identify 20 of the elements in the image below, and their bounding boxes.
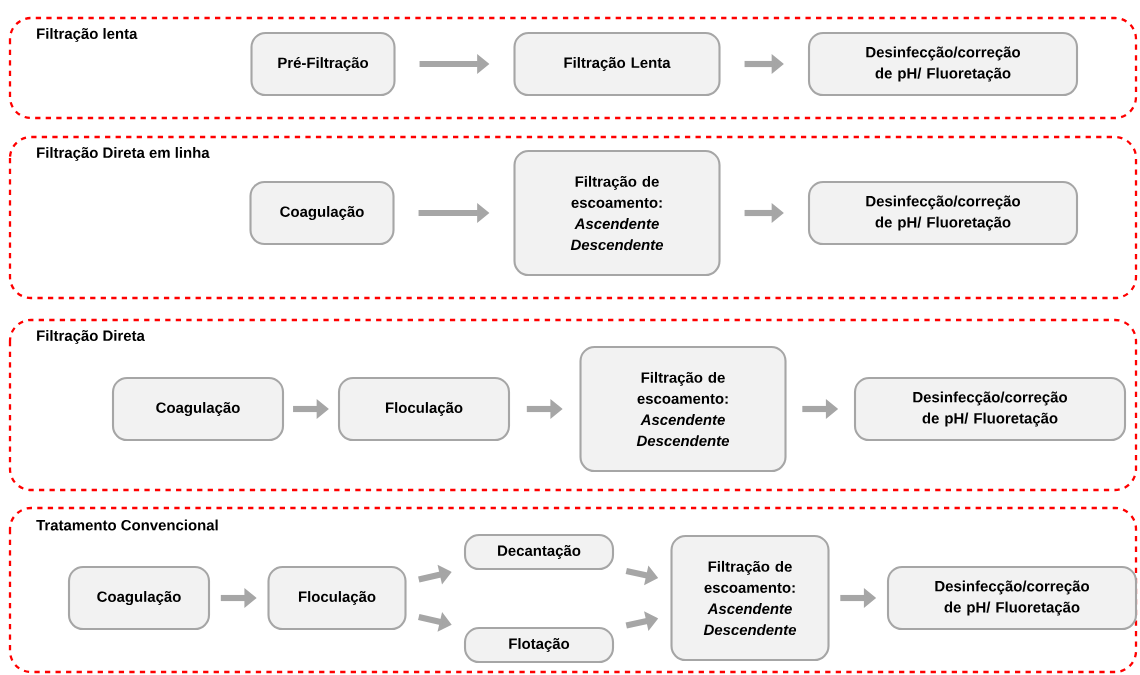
group-heading: Tratamento Convencional <box>36 519 218 531</box>
process-box: Coagulação <box>67 565 211 631</box>
process-box: Desinfecção/correção de pH/ Fluoretação <box>886 565 1138 631</box>
process-box: Decantação <box>463 533 615 571</box>
process-box: Flotação <box>463 626 615 664</box>
process-box: Filtração Lenta <box>513 31 721 97</box>
process-box: Coagulação <box>111 376 285 442</box>
process-box: Coagulação <box>249 180 395 246</box>
group-heading: Filtração Direta <box>37 330 145 344</box>
process-box: Filtração de escoamento: Ascendente Descendente <box>670 534 830 662</box>
process-box: Filtração de escoamento: Ascendente Descendente <box>513 149 721 277</box>
process-box: Floculação <box>267 565 407 631</box>
process-box: Pré-Filtração <box>250 31 396 97</box>
group-heading: Filtração lenta <box>37 28 138 42</box>
process-box: Desinfecção/correção de pH/ Fluoretação <box>853 376 1127 442</box>
process-box: Desinfecção/correção de pH/ Fluoretação <box>807 31 1079 97</box>
group-heading: Filtração Direta em linha <box>37 147 210 161</box>
process-box: Filtração de escoamento: Ascendente Descendente <box>579 345 787 473</box>
process-box: Desinfecção/correção de pH/ Fluoretação <box>807 180 1079 246</box>
process-box: Floculação <box>337 376 511 442</box>
